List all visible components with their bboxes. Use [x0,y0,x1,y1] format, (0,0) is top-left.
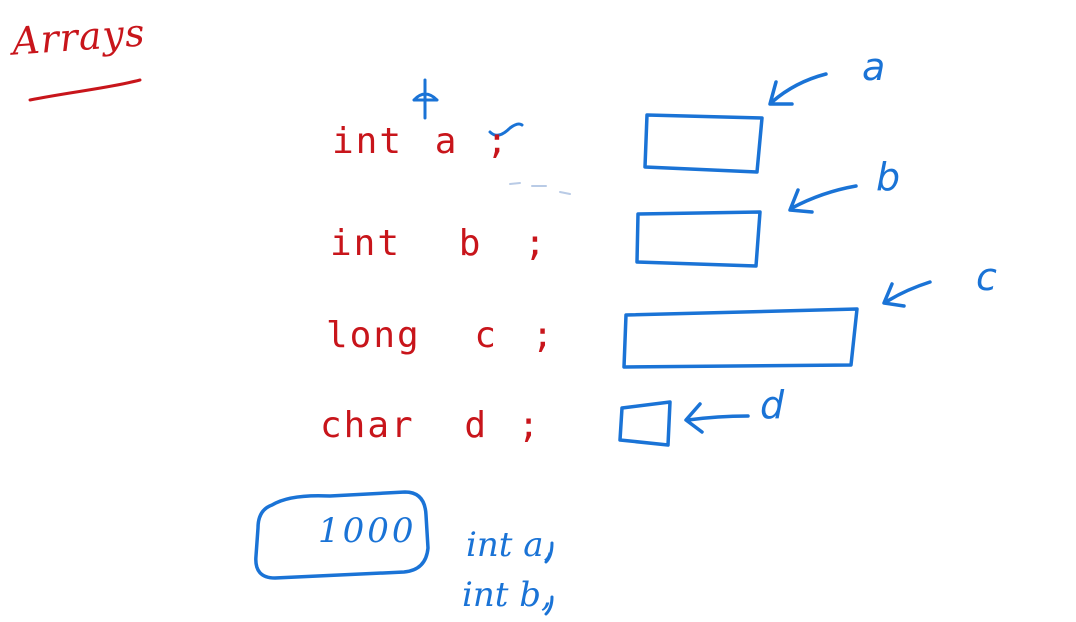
decl-name: c [474,315,499,356]
arrow-a [768,72,828,106]
value-box [254,490,430,580]
tick-mark [488,122,524,137]
declaration-int-b: int b ; [330,226,548,262]
memory-box-c [622,307,859,369]
declaration-char-d: char d ; [320,408,541,444]
decl-type: long [326,315,421,356]
memory-box-d [618,400,672,447]
pointer-mark [412,78,439,120]
memory-label-b: b [876,155,901,199]
decl-semi: ; [486,121,510,162]
memory-label-c: c [976,255,997,299]
decl-semi: ; [524,223,548,264]
comma-1 [544,541,554,564]
memory-label-a: a [862,45,886,89]
declaration-long-c: long c ; [326,318,555,354]
decl-type: int [330,223,402,264]
declaration-int-a: int a ; [332,124,510,160]
decl-type: char [320,405,415,446]
decl-type: int [332,121,404,162]
note-int-a: int a, [466,525,555,565]
arrow-b [788,184,858,214]
comma-2 [544,595,554,616]
boxed-value: 1000 [318,511,417,551]
decl-name: d [464,405,489,446]
title-underline [28,78,142,102]
decl-name: a [434,121,459,162]
decl-name: b [458,223,483,264]
arrow-d [684,402,750,434]
decl-semi: ; [531,315,556,356]
memory-box-b [635,210,762,268]
faint-dots [509,182,571,195]
note-int-b: int b, [462,575,552,615]
arrow-c [882,280,932,308]
memory-label-d: d [760,383,785,427]
memory-box-a [643,113,764,174]
decl-semi: ; [517,405,542,446]
